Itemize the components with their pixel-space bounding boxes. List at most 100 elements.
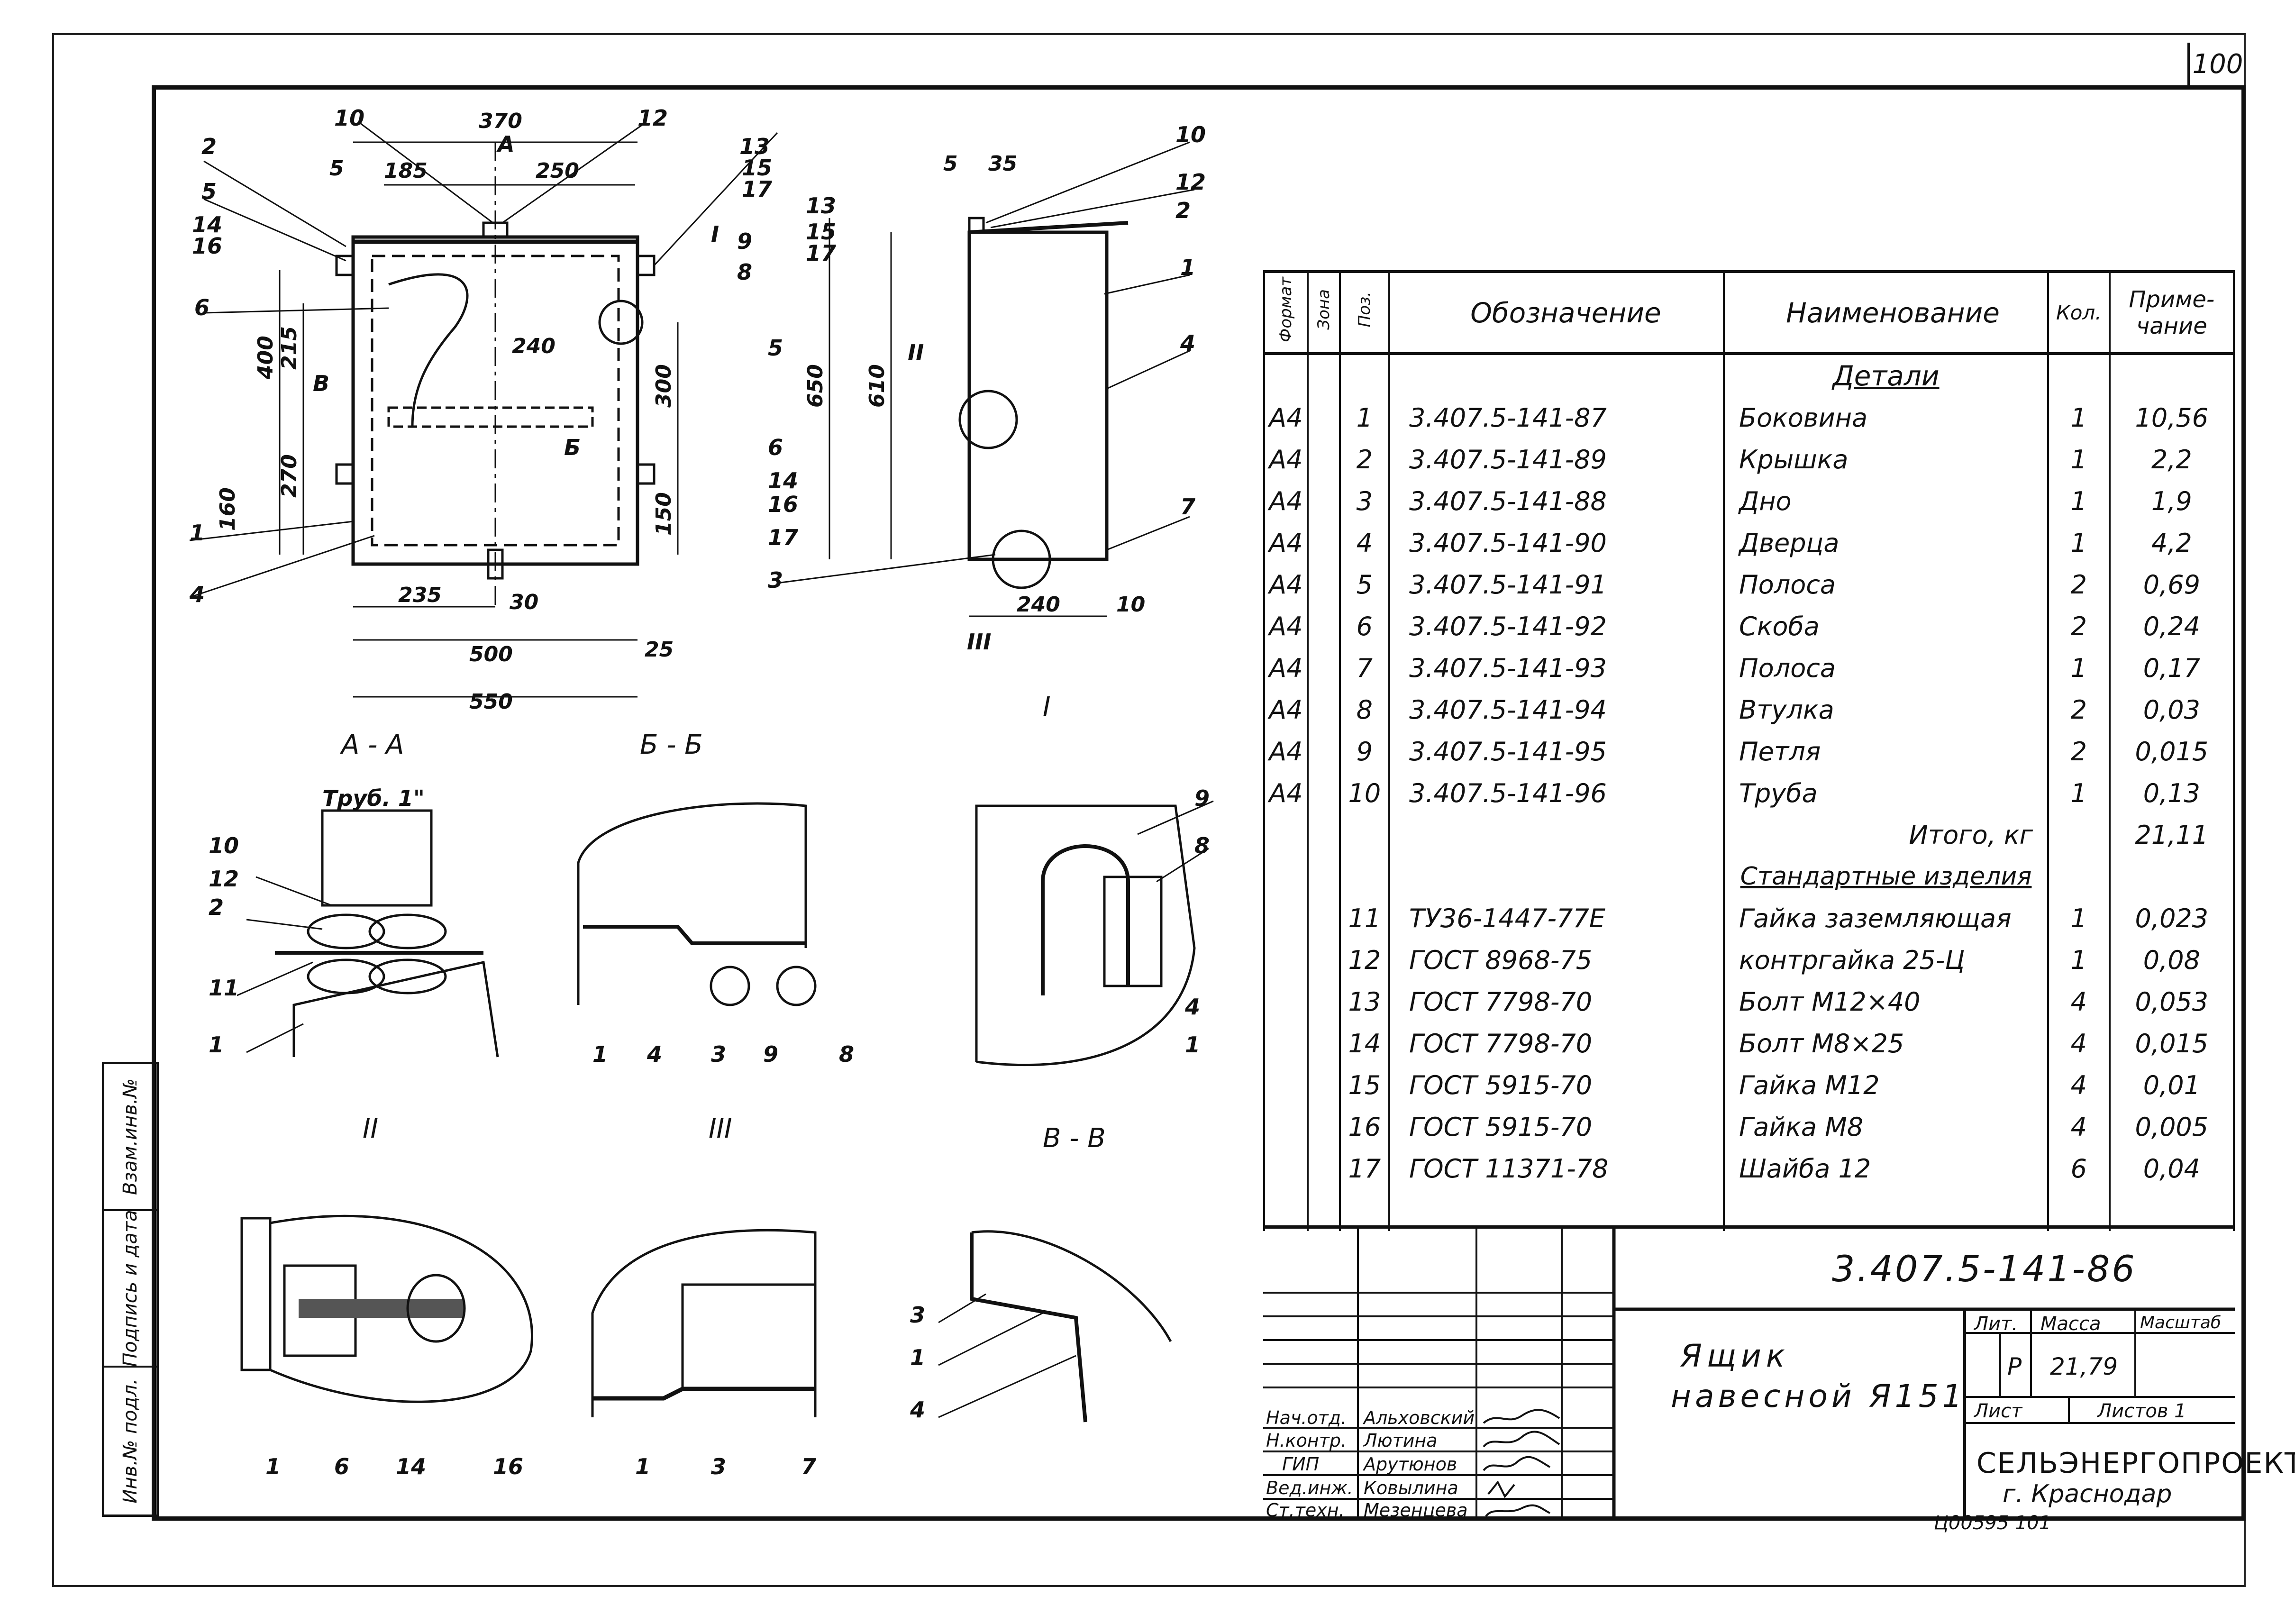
header-designation: Обозначение (1388, 270, 1725, 355)
inventory-note: Ц00595 101 (1934, 1512, 2051, 1534)
detail2-callout-2: 2 (209, 894, 224, 920)
detail-b (591, 1229, 817, 1417)
document-code: 3.407.5-141-86 (1832, 1248, 2137, 1290)
cell-format: А4 (1263, 438, 1309, 480)
bb-callout-1: 1 (1185, 1032, 1200, 1058)
cell-designation: ГОСТ 8968-75 (1388, 939, 1725, 981)
name-5: Мезенцева (1364, 1500, 1468, 1521)
bracket-right-top (636, 255, 656, 276)
cell-format: А4 (1263, 647, 1309, 689)
inner-strip (387, 406, 594, 428)
side-stamp: Взам.инв.№ Подпись и дата Инв.№ подл. (102, 1062, 159, 1517)
signature-marks (1483, 1409, 1560, 1517)
detail3-callout-1: 1 (592, 1041, 608, 1067)
strip-7 (592, 1387, 815, 1401)
cell-format (1263, 897, 1309, 939)
cell-qty: 1 (2047, 480, 2111, 522)
cell-zone (1306, 939, 1341, 981)
dim-text-235: 235 (398, 583, 442, 607)
label-I: I (1043, 692, 1051, 722)
signature-2 (1483, 1431, 1560, 1448)
name-4: Ковылина (1364, 1478, 1458, 1498)
cell-note: 0,24 (2108, 605, 2235, 647)
leader-1-side (1104, 274, 1190, 295)
side-callout-2: 2 (1175, 198, 1191, 223)
detail-bb-outline (975, 804, 1196, 1067)
callout-B: Б (564, 435, 581, 460)
cell-pos: 2 (1339, 438, 1390, 480)
cell-note: 0,69 (2108, 564, 2235, 605)
section-details-title: Детали (1723, 354, 2049, 397)
cell-pos: 13 (1339, 981, 1390, 1022)
cell-name: Крышка (1723, 438, 2049, 480)
leader-12-d (246, 919, 323, 930)
cell-pos: 8 (1339, 689, 1390, 730)
label-aa: А - А (340, 730, 404, 760)
label-II: II (363, 1113, 378, 1144)
cell-qty: 1 (2047, 522, 2111, 564)
callout-A: А (496, 131, 515, 157)
cell-qty: 2 (2047, 564, 2111, 605)
leader-4-c (938, 1355, 1076, 1418)
name-2: Лютина (1364, 1430, 1438, 1451)
cell-zone (1306, 647, 1341, 689)
detail3-callout-9: 9 (763, 1041, 778, 1067)
bb-callout-8: 8 (1194, 833, 1210, 858)
cell-format: А4 (1263, 730, 1309, 772)
dim-text-240: 240 (512, 334, 556, 358)
cell-format: А4 (1263, 522, 1309, 564)
cell-designation: ТУ36-1447-77Е (1388, 897, 1725, 939)
hinge-b (776, 966, 817, 1006)
cell-note: 0,015 (2108, 1022, 2235, 1064)
cell-zone (1306, 730, 1341, 772)
callout-1: 1 (190, 520, 205, 546)
cell-designation: ГОСТ 7798-70 (1388, 1022, 1725, 1064)
label-III: III (709, 1113, 732, 1144)
scale-label: Масштаб (2140, 1313, 2222, 1332)
drawing-frame (152, 85, 2246, 1521)
bb-callout-4: 4 (1184, 994, 1200, 1020)
side-cell-sign: Подпись и дата (104, 1210, 156, 1368)
header-pos: Поз. (1339, 270, 1390, 355)
cell-qty: 2 (2047, 689, 2111, 730)
cell-name: контргайка 25-Ц (1723, 939, 2049, 981)
dim-text-300: 300 (652, 364, 676, 408)
product-name-line2: навесной Я151 (1671, 1378, 1966, 1414)
cell-name: Полоса (1723, 564, 2049, 605)
da-callout-16: 16 (493, 1454, 523, 1479)
cell-pos: 5 (1339, 564, 1390, 605)
cell-note: 1,9 (2108, 480, 2235, 522)
leader-5 (203, 198, 346, 262)
dim-text-240-side: 240 (1017, 593, 1060, 617)
mass-value: 21,79 (2050, 1353, 2118, 1380)
dc-callout-4: 4 (910, 1397, 925, 1423)
side-callout-III: III (967, 629, 991, 655)
lit-value: Р (2007, 1353, 2022, 1380)
cell-note: 0,053 (2108, 981, 2235, 1022)
dim-text-650: 650 (803, 364, 828, 408)
cell-note: 0,005 (2108, 1106, 2235, 1148)
cell-zone (1306, 438, 1341, 480)
db-callout-3: 3 (711, 1454, 726, 1479)
cell-name: Дверца (1723, 522, 2049, 564)
cell-qty: 1 (2047, 397, 2111, 438)
callout-2: 2 (201, 134, 217, 159)
bracket-left-bot (335, 463, 355, 485)
cell-qty: 4 (2047, 981, 2111, 1022)
door-edge (583, 925, 806, 945)
break-line (388, 273, 469, 427)
callout-16: 16 (192, 233, 222, 259)
role-2: Н.контр. (1266, 1430, 1347, 1451)
cell-zone (1306, 397, 1341, 438)
cell-pos: 10 (1339, 772, 1390, 814)
cell-zone (1306, 522, 1341, 564)
cell-qty: 4 (2047, 1064, 2111, 1106)
side-callout-6: 6 (768, 435, 783, 460)
cell-name: Скоба (1723, 605, 2049, 647)
callout-I: I (711, 221, 719, 247)
total-label: Итого, кг (1723, 814, 2049, 856)
